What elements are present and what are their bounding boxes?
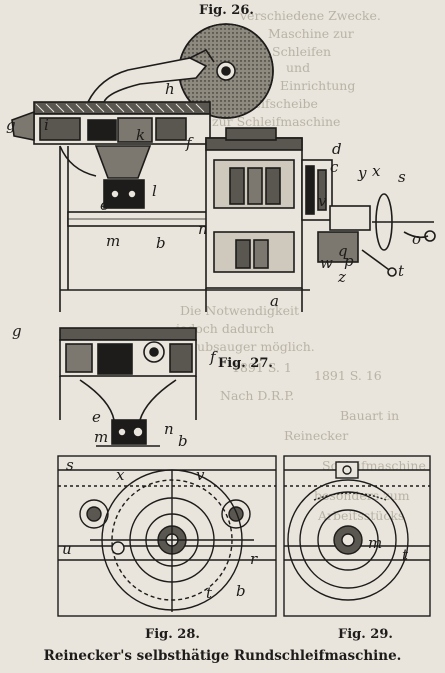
figure-letter-fig26-m: m	[106, 232, 120, 250]
background-text-fragment: Einrichtung	[280, 78, 355, 93]
figure-letter-fig26-z: z	[337, 268, 346, 286]
background-text-fragment: Schleifen	[272, 44, 331, 59]
figure-letter-fig26-w: w	[320, 254, 333, 272]
figure-letter-fig29-t: t	[402, 546, 409, 564]
figure-letter-fig26-k: k	[136, 126, 145, 144]
background-text-fragment: Staubsauger möglich.	[176, 339, 315, 354]
figure-letter-fig26-b: b	[156, 234, 166, 252]
figure-letter-fig28-s: s	[66, 456, 74, 474]
figure-letter-fig26-q: q	[338, 242, 348, 260]
figure-letter-fig26-p: p	[344, 252, 354, 270]
figure-letter-fig27-f: f	[209, 348, 218, 366]
figure-letter-fig28-r: r	[250, 550, 258, 568]
figure-27-drawing	[59, 327, 197, 447]
background-text-fragment: Bauart in	[340, 408, 399, 423]
figure-letter-fig26-a: a	[270, 292, 279, 310]
figure-28-drawing	[57, 455, 277, 617]
figure-letter-fig26-c: c	[330, 158, 339, 176]
figure-26-drawing	[11, 23, 436, 312]
figure-letter-fig26-n: n	[198, 220, 208, 238]
figure-letter-fig27-e: e	[92, 408, 101, 426]
figure-letter-fig28-t: t	[206, 584, 213, 602]
figure-letter-fig26-v: v	[318, 192, 327, 210]
figure-letter-fig27-g: g	[12, 322, 22, 340]
figure-27-caption: Fig. 27.	[218, 356, 273, 371]
figure-letter-fig28-b: b	[236, 582, 246, 600]
figure-letter-fig26-y: y	[357, 164, 367, 182]
figure-26-caption: Fig. 26.	[199, 3, 254, 18]
figure-letter-fig26-o: o	[412, 230, 421, 248]
figure-letter-fig26-s: s	[398, 168, 406, 186]
figure-letter-fig26-f: f	[185, 134, 194, 152]
figure-letter-fig27-n: n	[164, 420, 174, 438]
background-text-fragment: Maschine zur	[268, 26, 354, 41]
figure-letter-fig29-m: m	[368, 534, 382, 552]
figure-letter-fig26-h: h	[165, 80, 175, 98]
background-text-fragment: und	[286, 60, 310, 75]
background-text-fragment: verschiedene Zwecke.	[239, 8, 381, 23]
figure-letter-fig26-g: g	[6, 116, 16, 134]
figure-28-caption: Fig. 28.	[145, 627, 200, 642]
figure-29-caption: Fig. 29.	[338, 627, 393, 642]
figure-letter-fig26-l: l	[152, 182, 157, 200]
background-text-fragment: jedoch dadurch	[174, 321, 274, 336]
plate-title: Reinecker's selbsthätige Rundschleifmasc…	[43, 648, 402, 664]
figure-letter-fig26-e: e	[100, 196, 109, 214]
figure-letter-fig26-d: d	[332, 140, 342, 158]
background-text-fragment: 1891 S. 16	[314, 368, 382, 383]
background-text-fragment: Reinecker	[284, 428, 348, 443]
figure-letter-fig28-x: x	[116, 466, 125, 484]
figure-letter-fig28-u: u	[62, 540, 72, 558]
figure-letter-fig26-x: x	[372, 162, 381, 180]
figure-letter-fig27-l: l	[108, 352, 113, 370]
background-text-fragment: 1891 S. 1	[232, 360, 292, 375]
figure-letter-fig26-i: i	[44, 116, 49, 134]
figure-letter-fig27-b: b	[178, 432, 188, 450]
background-text-fragment: Die Notwendigkeit	[180, 303, 299, 318]
figure-letter-fig28-v: v	[196, 466, 205, 484]
background-text-fragment: zur Schleifmaschine	[212, 114, 340, 129]
figure-letter-fig26-t: t	[398, 262, 405, 280]
figure-29-drawing	[283, 455, 431, 617]
background-text-fragment: Nach D.R.P.	[220, 388, 294, 403]
figure-letter-fig27-m: m	[94, 428, 108, 446]
